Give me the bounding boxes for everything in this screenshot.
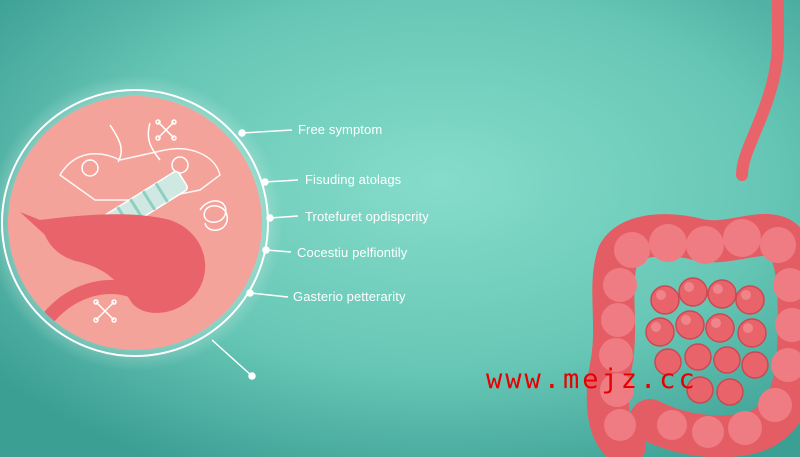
esophagus-tube (736, 0, 784, 181)
intestines-illustration (586, 213, 800, 457)
leader-lines (211, 129, 299, 380)
label-cocestiu-pelfiontily: Cocestiu pelfiontily (297, 245, 408, 260)
label-trotefuret-opdispcrity: Trotefuret opdispcrity (305, 209, 429, 224)
watermark: www.mejz.cc (486, 364, 698, 395)
label-gasterio-petterarity: Gasterio petterarity (293, 289, 406, 304)
stomach-illustration-circle (0, 75, 283, 371)
cross-marker-icon (155, 119, 177, 141)
label-fisuding-atolags: Fisuding atolags (305, 172, 402, 187)
label-free-symptom: Free symptom (298, 122, 383, 137)
scissors-icon (93, 299, 117, 323)
